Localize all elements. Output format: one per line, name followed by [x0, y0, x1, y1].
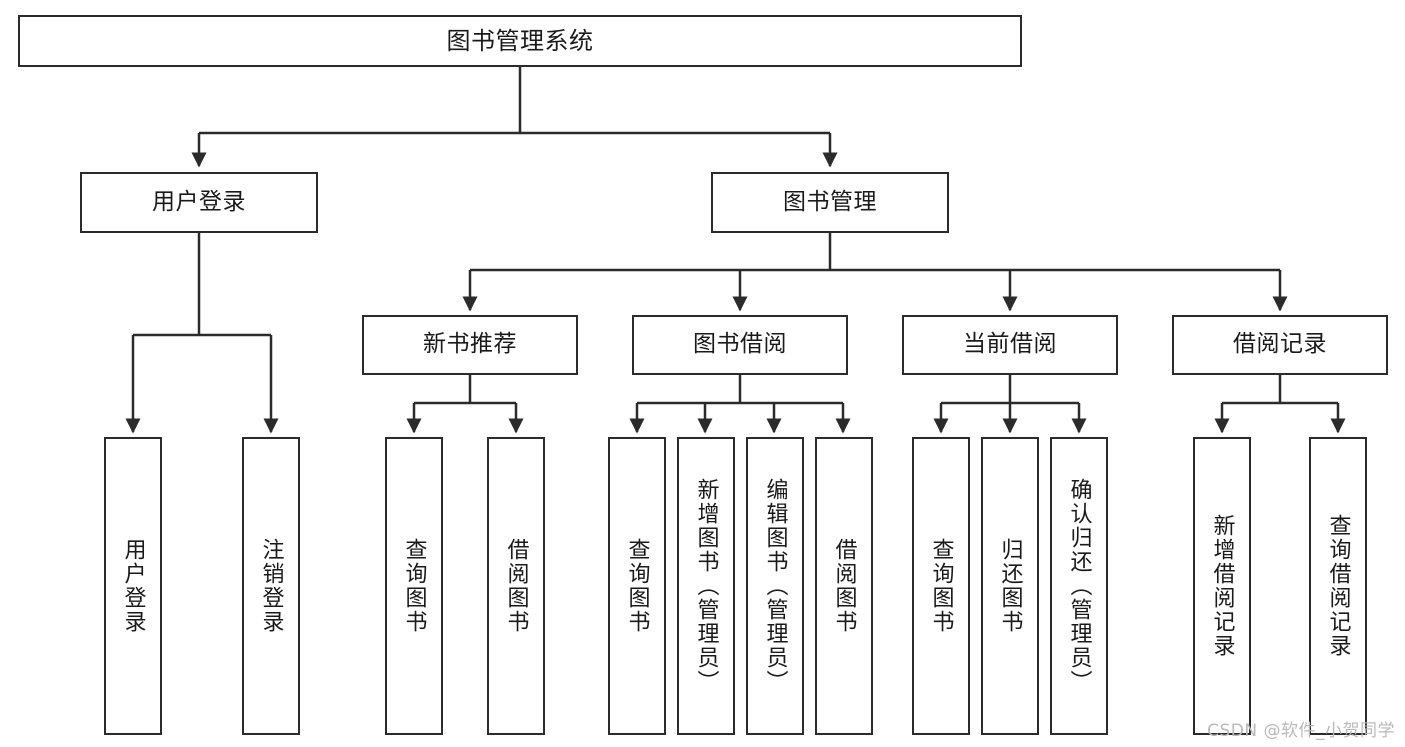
node-label: 借阅记录: [1233, 331, 1327, 358]
watermark-text: CSDN @软件_小贺同学: [1207, 721, 1395, 741]
node-user-login[interactable]: 用户登录: [80, 172, 318, 233]
node-label: 查询图书: [401, 538, 427, 634]
node-label: 确认归还（管理员）: [1066, 478, 1092, 694]
node-label: 查询图书: [928, 538, 954, 634]
node-label: 用户登录: [152, 188, 246, 215]
leaf-query-book-borrow[interactable]: 查询图书: [608, 437, 666, 735]
leaf-add-borrow-record[interactable]: 新增借阅记录: [1193, 437, 1251, 735]
node-new-book-recommend[interactable]: 新书推荐: [362, 315, 578, 375]
leaf-logout[interactable]: 注销登录: [242, 437, 300, 735]
leaf-query-book-current[interactable]: 查询图书: [912, 437, 970, 735]
leaf-query-borrow-record[interactable]: 查询借阅记录: [1309, 437, 1367, 735]
leaf-add-book-admin[interactable]: 新增图书（管理员）: [677, 437, 735, 735]
node-label: 新书推荐: [423, 331, 517, 358]
leaf-user-login[interactable]: 用户登录: [104, 437, 162, 735]
node-label: 查询图书: [624, 538, 650, 634]
node-label: 编辑图书（管理员）: [762, 478, 788, 694]
node-label: 新增图书（管理员）: [693, 478, 719, 694]
leaf-confirm-return-admin[interactable]: 确认归还（管理员）: [1050, 437, 1108, 735]
node-label: 借阅图书: [503, 538, 529, 634]
node-label: 新增借阅记录: [1209, 514, 1235, 658]
leaf-return-book[interactable]: 归还图书: [981, 437, 1039, 735]
node-label: 用户登录: [120, 538, 146, 634]
leaf-edit-book-admin[interactable]: 编辑图书（管理员）: [746, 437, 804, 735]
node-label: 归还图书: [997, 538, 1023, 634]
node-label: 查询借阅记录: [1325, 514, 1351, 658]
leaf-query-book-recommend[interactable]: 查询图书: [385, 437, 443, 735]
node-root-book-management-system[interactable]: 图书管理系统: [18, 15, 1022, 67]
leaf-borrow-book-recommend[interactable]: 借阅图书: [487, 437, 545, 735]
node-label: 当前借阅: [963, 331, 1057, 358]
leaf-borrow-book[interactable]: 借阅图书: [815, 437, 873, 735]
node-book-borrow[interactable]: 图书借阅: [632, 315, 848, 375]
node-label: 借阅图书: [831, 538, 857, 634]
node-book-management[interactable]: 图书管理: [711, 172, 949, 233]
node-borrow-record[interactable]: 借阅记录: [1172, 315, 1388, 375]
node-label: 图书借阅: [693, 331, 787, 358]
node-label: 图书管理: [783, 188, 877, 215]
node-label: 图书管理系统: [446, 26, 594, 55]
node-current-borrow[interactable]: 当前借阅: [902, 315, 1118, 375]
node-label: 注销登录: [258, 538, 284, 634]
